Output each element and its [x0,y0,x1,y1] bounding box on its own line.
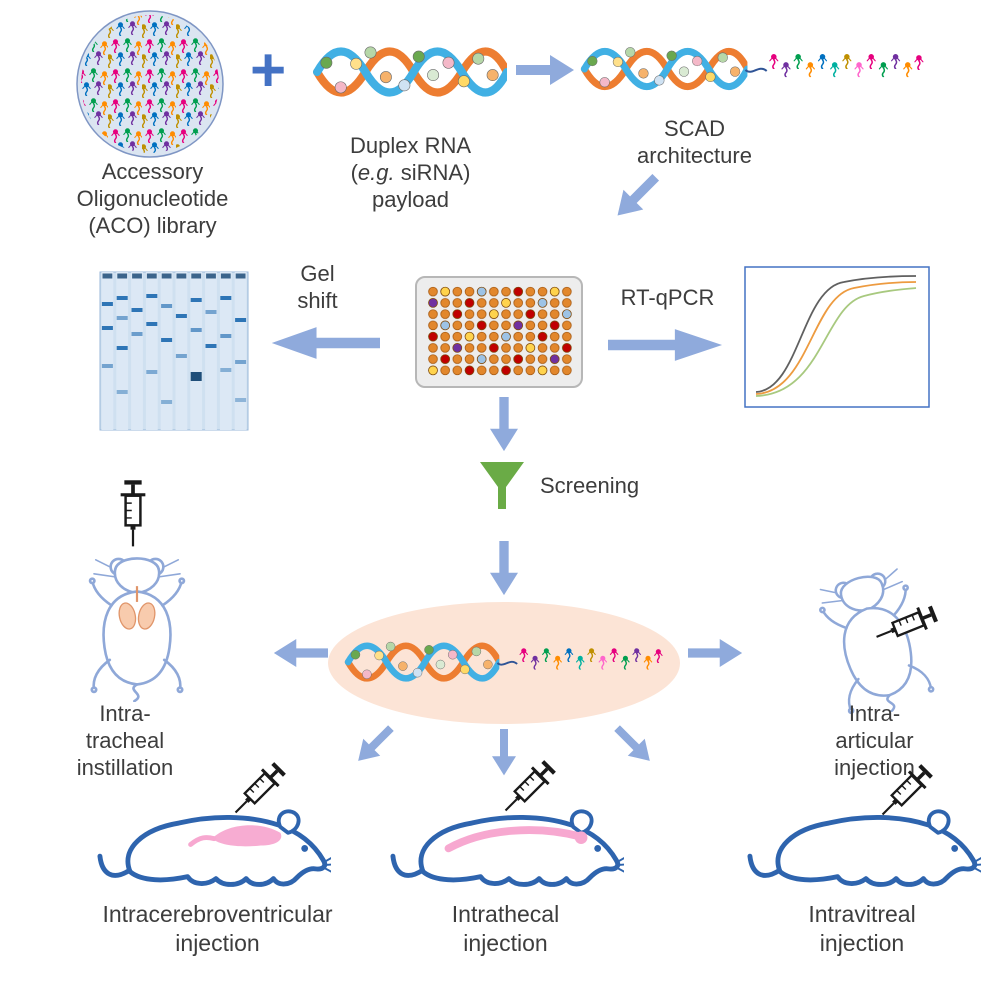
gel-shift-line: Gel [300,261,335,286]
qpcr-curves-icon [744,266,930,408]
arrow-down-icon [487,397,521,453]
selected-scad-oval [328,602,680,724]
arrow-down-left-icon [604,165,668,229]
funnel-icon [480,462,524,509]
arrow-right-icon [608,326,726,364]
duplex-label-line: payload [371,187,450,212]
aco-label-line: Accessory [101,159,204,184]
intrathecal-label: Intrathecal injection [451,901,560,956]
icv-label: Intracerebroventricular injection [102,901,333,956]
arrow-down-icon [489,729,519,777]
mouse-side-icon [745,786,983,903]
rt-qpcr-label: RT-qPCR [620,285,715,310]
aco-library-icon [76,10,224,158]
mouse-supine-lungs-icon [62,544,212,702]
scad-label-line: architecture [637,143,752,168]
arrow-right-icon [515,52,577,88]
arrow-left-icon [272,636,328,670]
gel-shift-label: Gel shift [275,260,360,314]
arrow-left-icon [268,324,380,362]
duplex-label-line: Duplex RNA [349,133,472,158]
screening-label: Screening [540,473,640,498]
scad-molecule-icon [344,625,664,701]
duplex-label-line: (e.g. siRNA) [350,160,471,185]
intraarticular-label: Intra- articular injection [834,701,915,780]
syringe-icon [112,476,154,550]
scad-molecule-icon [580,28,925,112]
scad-architecture-label: SCAD architecture [612,115,777,169]
duplex-rna-icon [312,36,507,108]
gel-shift-line: shift [297,288,338,313]
duplex-rna-label: Duplex RNA (e.g. siRNA) payload [318,132,503,213]
arrow-down-right-icon [606,717,661,772]
arrow-right-icon [688,636,744,670]
mouse-side-brain-icon [95,786,333,903]
mouse-side-spine-icon [388,786,626,903]
well-plate-icon [415,276,583,388]
aco-label-line: (ACO) library [88,213,217,238]
gel-electrophoresis-icon [99,271,249,431]
aco-label-line: Oligonucleotide [76,186,229,211]
arrow-down-icon [487,541,521,597]
arrow-down-left-icon [346,717,401,772]
plus-icon: + [250,36,287,105]
aco-library-label: Accessory Oligonucleotide (ACO) library [35,158,270,239]
intratracheal-label: Intra- tracheal instillation [76,701,174,780]
scad-label-line: SCAD [663,116,726,141]
intravitreal-label: Intravitreal injection [808,901,916,956]
